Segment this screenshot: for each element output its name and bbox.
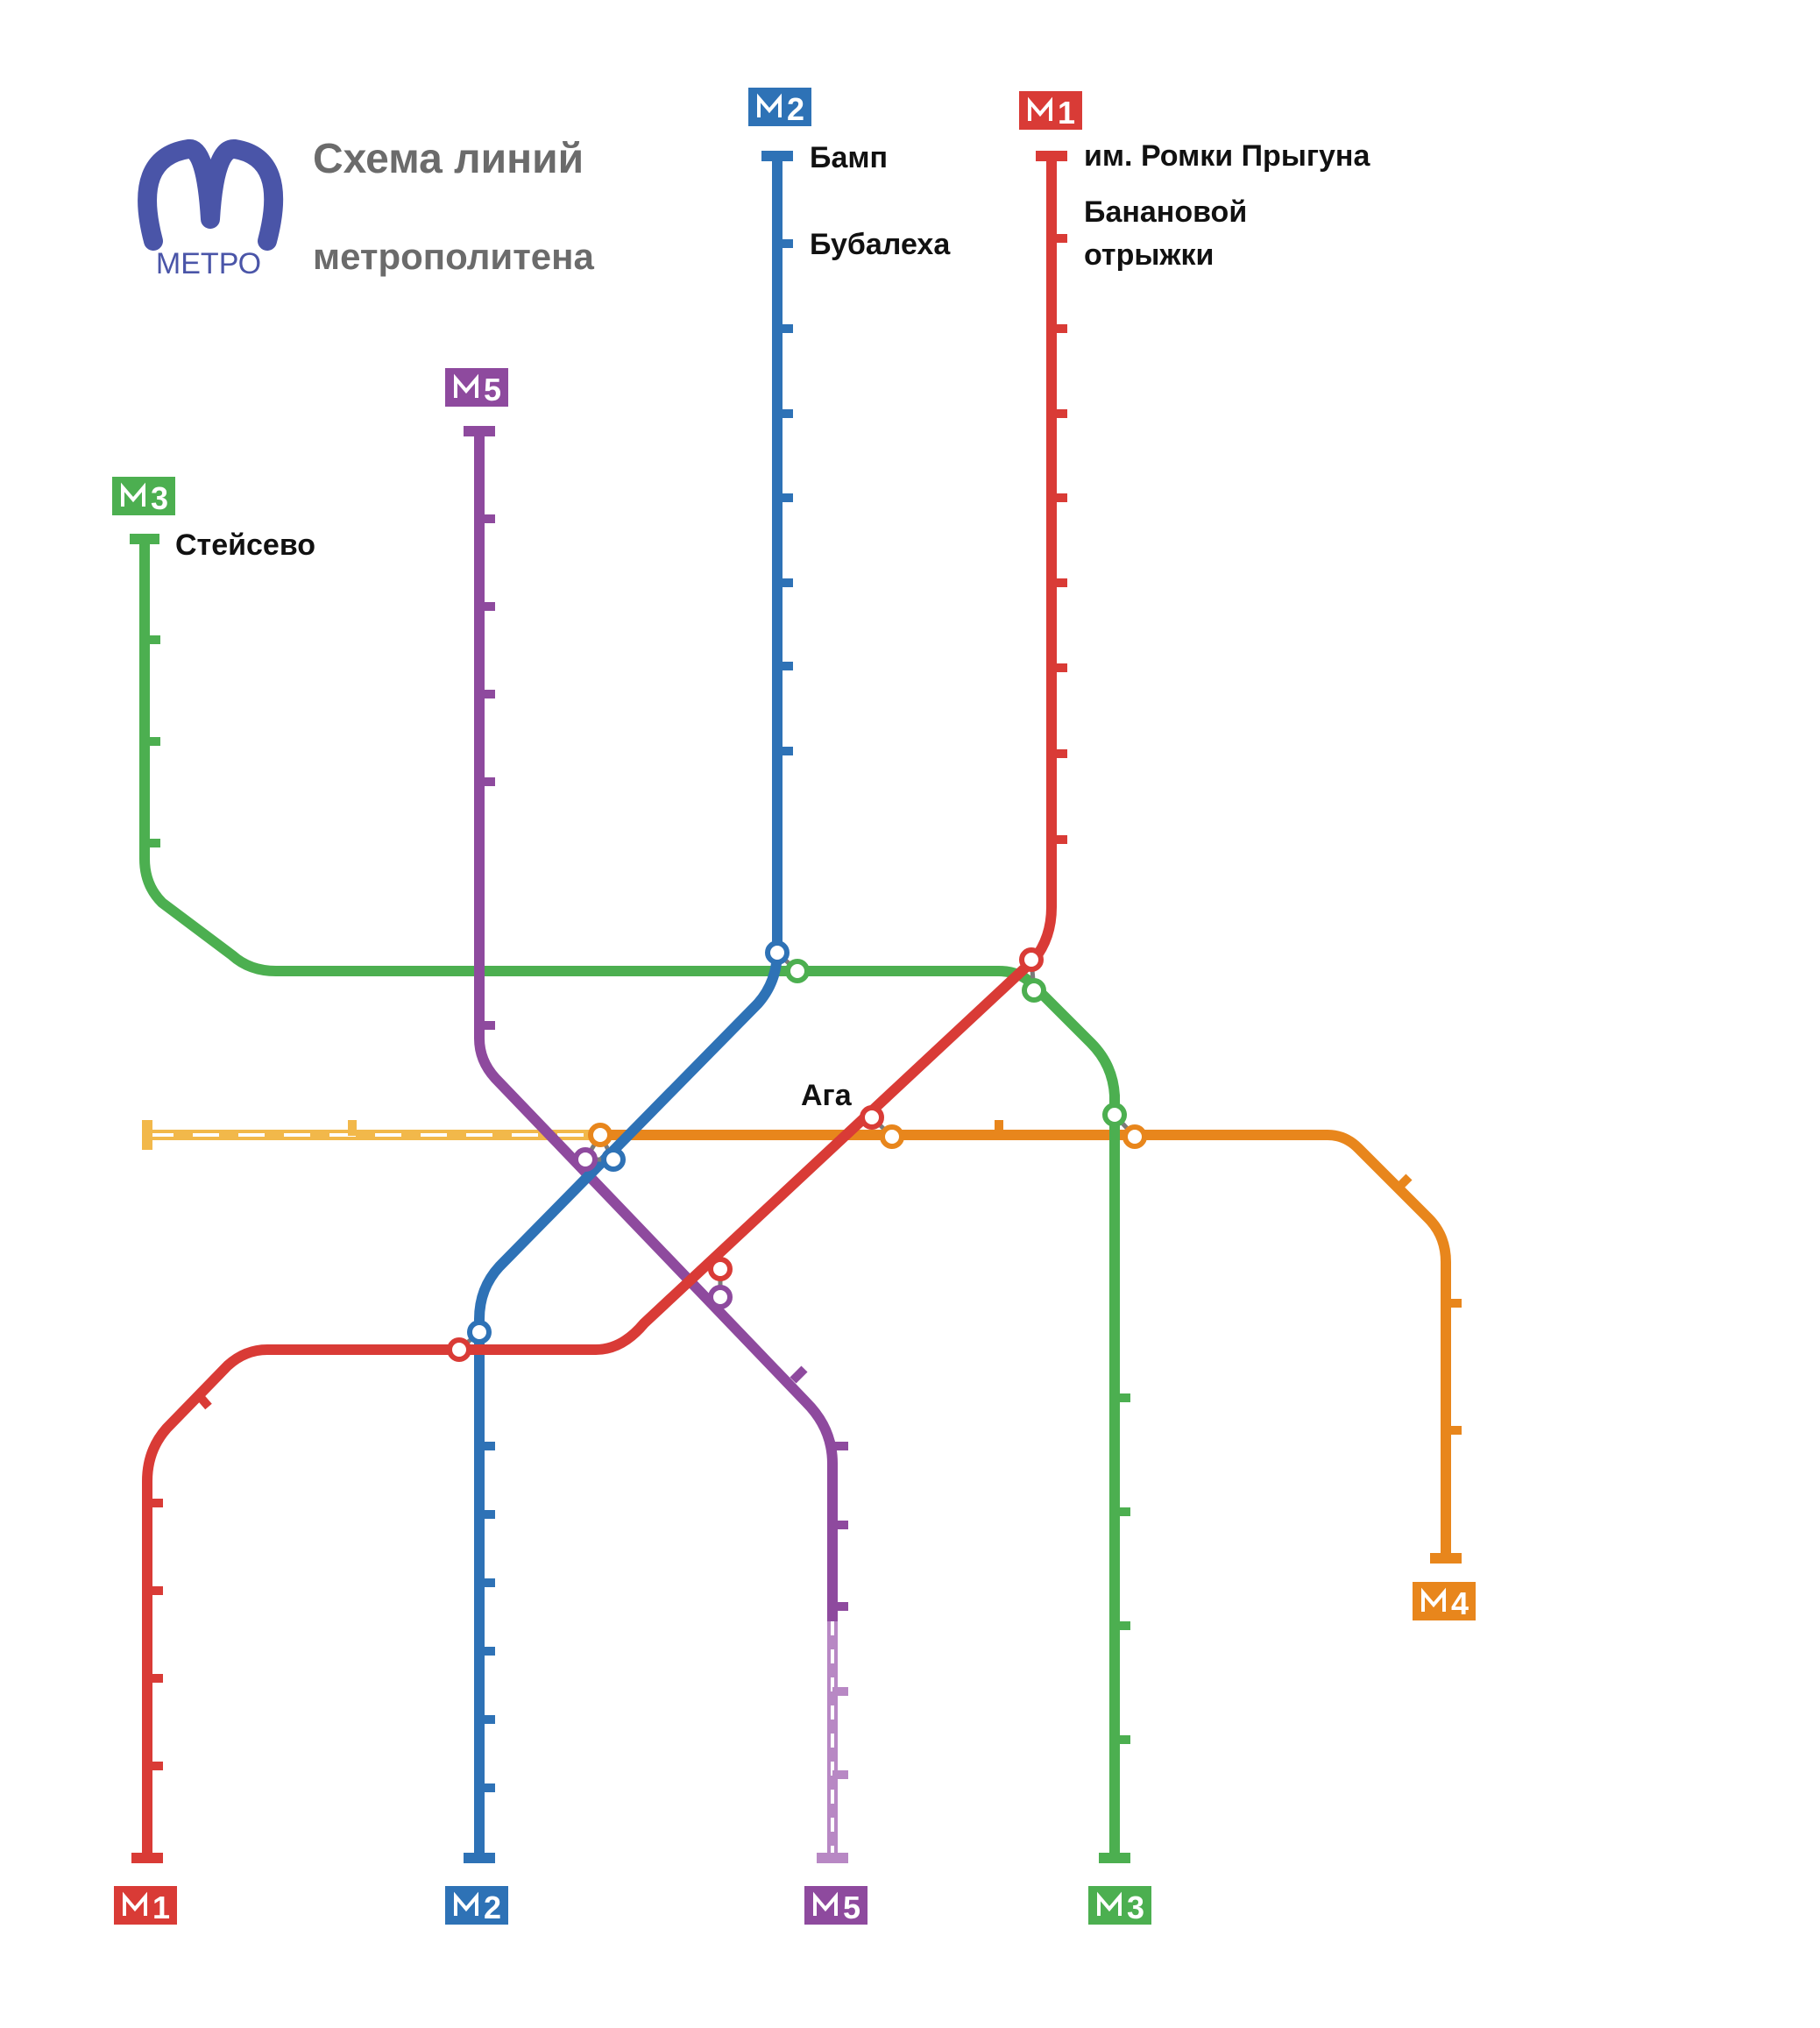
station-label[interactable]: Бамп	[810, 141, 888, 174]
map-title-line2: метрополитена	[313, 236, 595, 277]
metro-m-icon	[813, 1891, 838, 1916]
transfer-node[interactable]	[588, 1123, 613, 1147]
station-label[interactable]: Бубалеха	[810, 228, 951, 261]
svg-text:3: 3	[151, 480, 168, 516]
transfer-nodes	[447, 940, 1147, 1362]
svg-text:4: 4	[1451, 1585, 1469, 1621]
metro-m-icon	[1421, 1587, 1446, 1612]
transfer-node[interactable]	[1122, 1124, 1147, 1149]
transfer-node[interactable]	[1019, 947, 1044, 972]
badge-line5-top[interactable]: 5	[445, 368, 508, 408]
metro-m-icon	[757, 93, 782, 117]
metro-m-icon	[1097, 1891, 1122, 1916]
transfer-node[interactable]	[1102, 1103, 1127, 1127]
svg-text:5: 5	[484, 372, 501, 408]
line-2	[464, 151, 793, 1863]
transfer-node[interactable]	[860, 1105, 884, 1130]
svg-text:1: 1	[152, 1890, 170, 1925]
svg-text:2: 2	[484, 1890, 501, 1925]
logo-text: МЕТРО	[156, 247, 261, 280]
metro-m-icon	[454, 1891, 478, 1916]
badge-line1-top[interactable]: 1	[1019, 91, 1082, 131]
line-4-planned	[142, 1120, 605, 1150]
transfer-node[interactable]	[708, 1257, 733, 1281]
station-label[interactable]: им. Ромки Прыгуна	[1084, 139, 1370, 173]
transfer-node[interactable]	[447, 1337, 471, 1362]
badge-line5-bottom[interactable]: 5	[804, 1886, 868, 1925]
map-title-line1: Схема линий	[313, 136, 584, 182]
metro-logo: МЕТРО	[138, 139, 284, 280]
svg-text:2: 2	[787, 91, 804, 127]
station-label[interactable]: Стейсево	[175, 528, 315, 562]
metro-m-icon	[121, 482, 145, 507]
badge-line2-bottom[interactable]: 2	[445, 1886, 508, 1925]
badge-line2-top[interactable]: 2	[748, 88, 811, 127]
line-1	[131, 151, 1067, 1863]
metro-m-icon	[1028, 96, 1052, 121]
line-3	[130, 534, 1130, 1863]
transfer-node[interactable]	[573, 1147, 598, 1172]
svg-text:3: 3	[1127, 1890, 1144, 1925]
badge-line3-top[interactable]: 3	[112, 477, 175, 516]
transfer-node[interactable]	[601, 1147, 626, 1172]
transfer-node[interactable]	[708, 1285, 733, 1309]
line-4	[599, 1120, 1462, 1564]
transfer-node[interactable]	[785, 959, 810, 983]
transfer-node[interactable]	[1022, 978, 1046, 1003]
svg-text:1: 1	[1058, 95, 1075, 131]
station-label[interactable]: Ага	[801, 1079, 853, 1112]
line-5	[464, 426, 848, 1863]
metro-m-icon	[454, 373, 478, 398]
badge-line1-bottom[interactable]: 1	[114, 1886, 177, 1925]
metro-m-icon	[123, 1891, 147, 1916]
station-label[interactable]: Банановой	[1084, 195, 1247, 229]
transfer-node[interactable]	[467, 1320, 492, 1344]
transfer-node[interactable]	[765, 940, 790, 965]
svg-text:5: 5	[843, 1890, 860, 1925]
station-label[interactable]: отрыжки	[1084, 238, 1214, 272]
badge-line3-bottom[interactable]: 3	[1088, 1886, 1151, 1925]
transfer-node[interactable]	[880, 1124, 904, 1149]
metro-m-icon	[138, 139, 284, 251]
badge-line4-bottom[interactable]: 4	[1413, 1582, 1476, 1621]
